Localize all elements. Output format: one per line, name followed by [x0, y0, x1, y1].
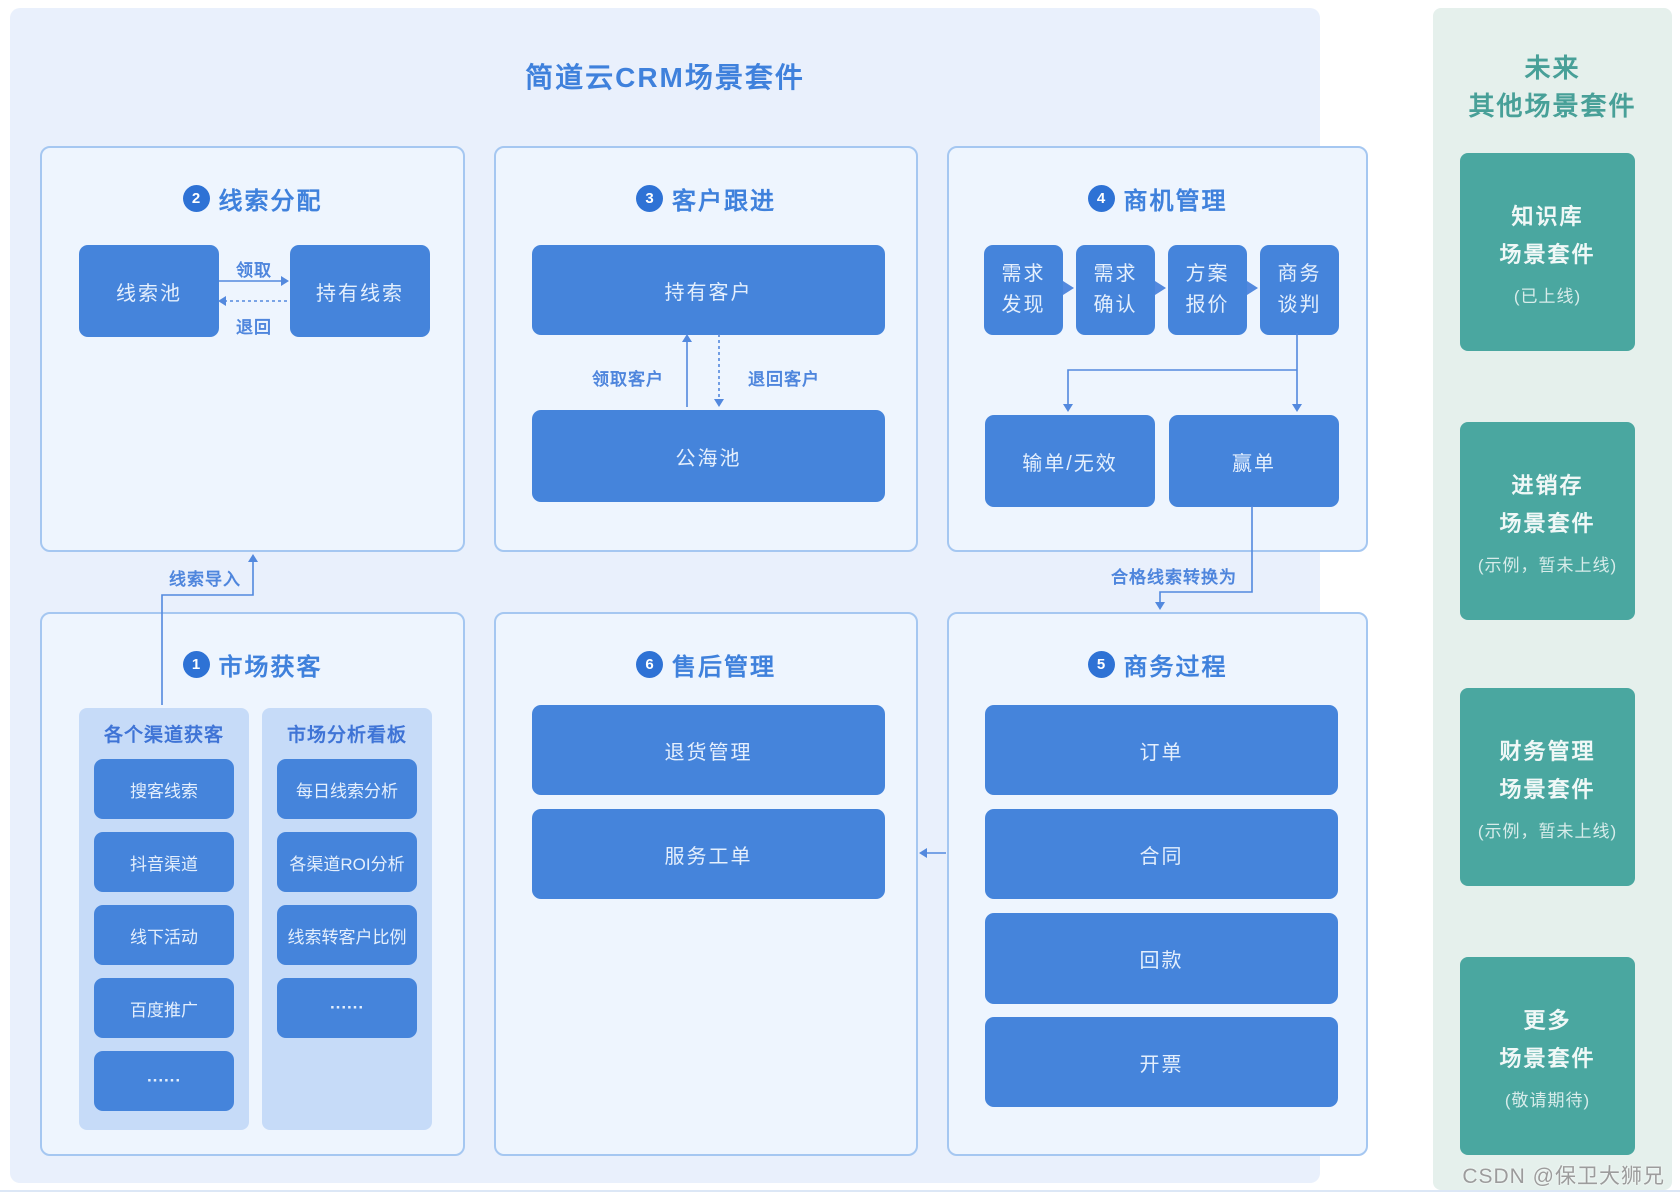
stage-text: 需求发现 [1001, 263, 1046, 316]
future-suites-panel: 未来 其他场景套件 知识库 场景套件 (已上线) 进销存 场景套件 (示例，暂未… [1433, 8, 1672, 1190]
section-aftersale-management: 6 售后管理 退货管理 服务工单 [494, 612, 918, 1156]
box-return-management: 退货管理 [532, 705, 885, 795]
step-2-badge-icon: 2 [182, 185, 210, 212]
card-status: (示例，暂未上线) [1477, 821, 1618, 841]
label-claim-customer: 领取客户 [592, 370, 664, 389]
section-customer-followup: 3 客户跟进 持有客户 公海池 领取客户 退回客户 [494, 146, 918, 552]
box-stage-solution-quote: 方案报价 [1168, 245, 1247, 335]
section-opportunity-management: 4 商机管理 需求发现 需求确认 方案报价 商务谈判 输单/无效 赢单 [947, 146, 1368, 552]
box-order: 订单 [985, 705, 1338, 795]
future-title-line2: 其他场景套件 [1468, 91, 1637, 121]
step-4-badge-icon: 4 [1087, 185, 1115, 212]
box-won: 赢单 [1169, 415, 1339, 507]
step-3-badge-icon: 3 [636, 185, 663, 212]
box-stage-demand-confirm: 需求确认 [1076, 245, 1155, 335]
section-header: 1 市场获客 [42, 647, 463, 682]
box-channel-more: ······ [94, 1051, 234, 1111]
box-channel-offline-events: 线下活动 [94, 905, 234, 965]
box-stage-business-negotiation: 商务谈判 [1260, 245, 1339, 335]
section-title: 商务过程 [1123, 654, 1228, 681]
section-business-process: 5 商务过程 订单 合同 回款 开票 [947, 612, 1368, 1156]
section-title: 商机管理 [1123, 188, 1228, 215]
box-channel-baidu-promo: 百度推广 [94, 978, 234, 1038]
section-title: 售后管理 [672, 654, 776, 681]
label-take-lead: 领取 [236, 261, 272, 280]
section-header: 5 商务过程 [949, 647, 1366, 682]
subpanel-label: 市场分析看板 [286, 725, 407, 746]
subpanel-label: 各个渠道获客 [103, 725, 224, 746]
box-lead-pool: 线索池 [79, 245, 219, 337]
section-header: 6 售后管理 [496, 647, 916, 682]
card-status: (敬请期待) [1504, 1090, 1591, 1110]
box-stage-demand-discovery: 需求发现 [984, 245, 1063, 335]
card-type: 场景套件 [1499, 1045, 1596, 1071]
box-held-leads: 持有线索 [290, 245, 430, 337]
label-return-lead: 退回 [236, 318, 272, 337]
bottom-divider [0, 1190, 1680, 1192]
box-channel-search-leads: 搜客线索 [94, 759, 234, 819]
section-header: 2 线索分配 [42, 181, 463, 216]
card-knowledge-base-suite: 知识库 场景套件 (已上线) [1460, 153, 1635, 351]
subpanel-dashboard: 市场分析看板 每日线索分析 各渠道ROI分析 线索转客户比例 ······ [262, 708, 432, 1130]
section-title: 线索分配 [218, 188, 323, 215]
box-channel-douyin: 抖音渠道 [94, 832, 234, 892]
card-status: (已上线) [1513, 286, 1582, 306]
label-return-customer: 退回客户 [748, 370, 820, 389]
card-name: 进销存 [1511, 472, 1584, 498]
step-1-badge-icon: 1 [182, 651, 210, 678]
box-daily-lead-analysis: 每日线索分析 [277, 759, 417, 819]
box-contract: 合同 [985, 809, 1338, 899]
box-invoicing: 开票 [985, 1017, 1338, 1107]
stage-text: 需求确认 [1093, 263, 1138, 316]
section-market-acquisition: 1 市场获客 各个渠道获客 搜客线索 抖音渠道 线下活动 百度推广 ······… [40, 612, 465, 1156]
section-header: 4 商机管理 [949, 181, 1366, 216]
label-lead-import: 线索导入 [169, 570, 241, 589]
section-header: 3 客户跟进 [496, 181, 916, 216]
label-qualified-convert: 合格线索转换为 [1111, 568, 1237, 587]
card-more-suite: 更多 场景套件 (敬请期待) [1460, 957, 1635, 1155]
stage-text: 方案报价 [1185, 263, 1230, 316]
box-lead-conversion-ratio: 线索转客户比例 [277, 905, 417, 965]
section-title: 市场获客 [218, 654, 323, 681]
box-dashboard-more: ······ [277, 978, 417, 1038]
future-title-line1: 未来 [1524, 53, 1581, 83]
box-service-ticket: 服务工单 [532, 809, 885, 899]
box-payment-collection: 回款 [985, 913, 1338, 1004]
card-type: 场景套件 [1499, 510, 1596, 536]
stage-text: 商务谈判 [1277, 263, 1322, 316]
subpanel-channels: 各个渠道获客 搜客线索 抖音渠道 线下活动 百度推广 ······ [79, 708, 249, 1130]
card-name: 更多 [1523, 1007, 1572, 1033]
card-type: 场景套件 [1499, 241, 1596, 267]
box-lost-invalid: 输单/无效 [985, 415, 1155, 507]
step-6-badge-icon: 6 [636, 651, 663, 678]
box-held-customers: 持有客户 [532, 245, 885, 335]
step-5-badge-icon: 5 [1087, 651, 1115, 678]
card-inventory-suite: 进销存 场景套件 (示例，暂未上线) [1460, 422, 1635, 620]
card-finance-suite: 财务管理 场景套件 (示例，暂未上线) [1460, 688, 1635, 886]
section-lead-assignment: 2 线索分配 线索池 持有线索 领取 退回 [40, 146, 465, 552]
main-title: 简道云CRM场景套件 [525, 62, 805, 93]
box-channel-roi-analysis: 各渠道ROI分析 [277, 832, 417, 892]
card-name: 财务管理 [1499, 738, 1596, 764]
box-public-sea-pool: 公海池 [532, 410, 885, 502]
card-status: (示例，暂未上线) [1477, 555, 1618, 575]
section-title: 客户跟进 [672, 188, 776, 215]
card-type: 场景套件 [1499, 776, 1596, 802]
card-name: 知识库 [1511, 203, 1584, 229]
watermark: CSDN @保卫大狮兄 [1462, 1165, 1665, 1188]
